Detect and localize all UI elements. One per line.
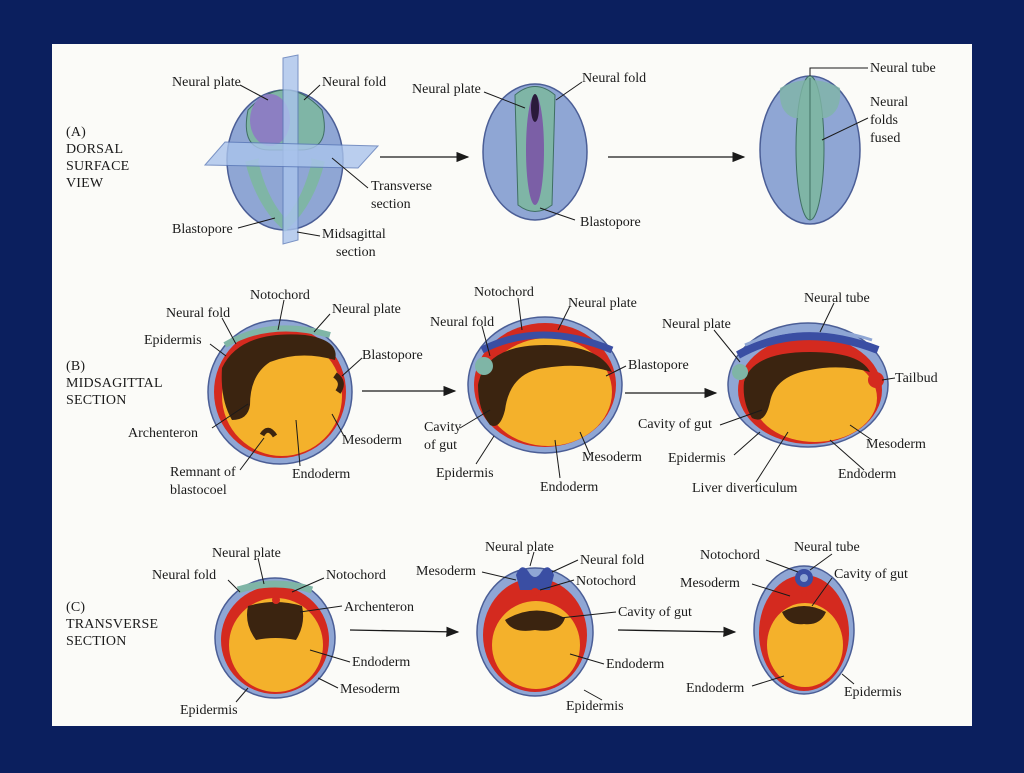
leaders-row-b: [209, 297, 896, 483]
label-b1-endoderm: Endoderm: [292, 467, 350, 482]
label-a3-folds-1: Neural: [870, 95, 908, 110]
label-c2-neural-plate: Neural plate: [485, 540, 554, 555]
label-a2-neural-fold: Neural fold: [582, 71, 646, 86]
section-b-line1: (B): [66, 359, 85, 374]
label-b1-remnant-1: Remnant of: [170, 465, 236, 480]
label-c3-mesoderm: Mesoderm: [680, 576, 740, 591]
label-c1-mesoderm: Mesoderm: [340, 682, 400, 697]
label-c2-endoderm: Endoderm: [606, 657, 664, 672]
embryo-a3-dorsal-view: [759, 75, 861, 225]
embryo-a2-dorsal-view: [482, 83, 588, 221]
embryo-b3-midsagittal: [727, 322, 889, 448]
label-b2-notochord: Notochord: [474, 285, 534, 300]
section-a-line1: (A): [66, 125, 86, 140]
label-b2-blastopore: Blastopore: [628, 358, 689, 373]
label-c1-archenteron: Archenteron: [344, 600, 414, 615]
section-title-b: (B) MIDSAGITTAL SECTION: [66, 359, 163, 408]
leaders-row-c: [227, 551, 855, 703]
label-a1-transverse-1: Transverse: [371, 179, 432, 194]
section-b-line2: MIDSAGITTAL: [66, 376, 163, 391]
label-b1-blastopore: Blastopore: [362, 348, 423, 363]
label-b3-mesoderm: Mesoderm: [866, 437, 926, 452]
label-b2-epidermis: Epidermis: [436, 466, 494, 481]
section-a-line3: SURFACE: [66, 159, 129, 174]
label-b2-mesoderm: Mesoderm: [582, 450, 642, 465]
label-b3-epidermis: Epidermis: [668, 451, 726, 466]
label-c2-cavity: Cavity of gut: [618, 605, 692, 620]
section-c-line1: (C): [66, 600, 85, 615]
label-b2-cavity-2: of gut: [424, 438, 457, 453]
embryo-c3-transverse: [753, 565, 855, 695]
embryo-b1-midsagittal: [207, 319, 353, 465]
label-b2-endoderm: Endoderm: [540, 480, 598, 495]
label-a3-folds-3: fused: [870, 131, 900, 146]
label-b3-neural-plate: Neural plate: [662, 317, 731, 332]
label-b2-cavity-1: Cavity: [424, 420, 461, 435]
label-c1-neural-plate: Neural plate: [212, 546, 281, 561]
label-a2-blastopore: Blastopore: [580, 215, 641, 230]
section-c-line2: TRANSVERSE: [66, 617, 158, 632]
label-a1-transverse-2: section: [371, 197, 411, 212]
label-b2-neural-plate: Neural plate: [568, 296, 637, 311]
label-c1-neural-fold: Neural fold: [152, 568, 216, 583]
label-b3-endoderm: Endoderm: [838, 467, 896, 482]
section-a-line2: DORSAL: [66, 142, 123, 157]
label-c2-neural-fold: Neural fold: [580, 553, 644, 568]
label-c3-notochord: Notochord: [700, 548, 760, 563]
section-a-line4: VIEW: [66, 176, 104, 191]
label-c2-epidermis: Epidermis: [566, 699, 624, 714]
label-a1-midsagittal-2: section: [336, 245, 376, 260]
arrow-c1-c2: [349, 626, 460, 637]
label-c2-notochord: Notochord: [576, 574, 636, 589]
section-title-c: (C) TRANSVERSE SECTION: [66, 600, 158, 649]
label-c1-epidermis: Epidermis: [180, 703, 238, 718]
section-c-line3: SECTION: [66, 634, 127, 649]
label-b1-neural-fold: Neural fold: [166, 306, 230, 321]
label-c3-cavity: Cavity of gut: [834, 567, 908, 582]
embryo-c1-transverse: [214, 577, 336, 699]
label-b1-epidermis: Epidermis: [144, 333, 202, 348]
label-c3-endoderm: Endoderm: [686, 681, 744, 696]
label-b3-liver: Liver diverticulum: [692, 481, 797, 496]
label-b3-tailbud: Tailbud: [895, 371, 938, 386]
label-a2-neural-plate: Neural plate: [412, 82, 481, 97]
label-b1-mesoderm: Mesoderm: [342, 433, 402, 448]
label-b1-archenteron: Archenteron: [128, 426, 198, 441]
section-b-line3: SECTION: [66, 393, 127, 408]
label-c3-neural-tube: Neural tube: [794, 540, 860, 555]
label-a1-neural-plate: Neural plate: [172, 75, 241, 90]
embryo-c2-transverse: [476, 567, 594, 697]
label-b1-remnant-2: blastocoel: [170, 483, 227, 498]
embryo-a1-dorsal-view: [203, 54, 380, 245]
label-b1-neural-plate: Neural plate: [332, 302, 401, 317]
label-b3-neural-tube: Neural tube: [804, 291, 870, 306]
label-c2-mesoderm: Mesoderm: [416, 564, 476, 579]
label-a1-blastopore: Blastopore: [172, 222, 233, 237]
embryo-b2-midsagittal: [467, 316, 623, 454]
label-a1-neural-fold: Neural fold: [322, 75, 386, 90]
leaders-row-a: [237, 67, 869, 237]
label-a1-midsagittal-1: Midsagittal: [322, 227, 386, 242]
label-a3-folds-2: folds: [870, 113, 898, 128]
label-b1-notochord: Notochord: [250, 288, 310, 303]
label-c1-endoderm: Endoderm: [352, 655, 410, 670]
label-c3-epidermis: Epidermis: [844, 685, 902, 700]
label-b2-neural-fold: Neural fold: [430, 315, 494, 330]
section-title-a: (A) DORSAL SURFACE VIEW: [66, 125, 129, 191]
label-b3-cavity: Cavity of gut: [638, 417, 712, 432]
arrow-c2-c3: [617, 626, 737, 637]
label-a3-neural-tube: Neural tube: [870, 61, 936, 76]
label-c1-notochord: Notochord: [326, 568, 386, 583]
